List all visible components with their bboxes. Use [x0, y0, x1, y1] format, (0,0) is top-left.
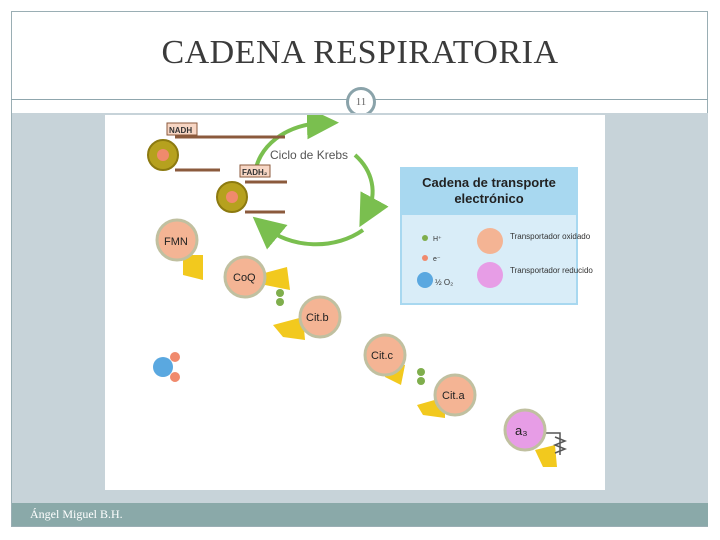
transfer-dots-2: [417, 368, 425, 385]
footer-band: [12, 503, 708, 526]
a3-label: a₃: [515, 423, 528, 438]
carrier-cit-c: Cit.c: [363, 333, 407, 385]
a3-wedge: [535, 445, 557, 467]
legend-proton-label: H⁺: [433, 236, 442, 243]
coq-label: CoQ: [233, 272, 256, 284]
legend-oxygen-label: ½ O₂: [435, 278, 453, 287]
a3-sphere: [503, 408, 547, 452]
cit-c-sphere: [363, 333, 407, 377]
cit-c-label: Cit.c: [371, 350, 394, 362]
nadh-tag: [166, 122, 198, 136]
legend-title-line1: Cadena de transporte: [422, 175, 556, 190]
cycle-arrow-bottom: [252, 216, 365, 250]
carrier-a3: a₃: [503, 408, 568, 467]
respiratory-chain-diagram: Ciclo de Krebs NADH FADH₂ FMN CoQ Cit.b: [147, 115, 593, 467]
fadh2-tag: [239, 164, 271, 178]
cit-b-label: Cit.b: [306, 312, 329, 324]
carrier-cit-a: Cit.a: [417, 373, 477, 418]
water-hydrogen: [170, 372, 180, 382]
fmn-wedge: [183, 255, 203, 280]
krebs-cycle-label: Ciclo de Krebs: [270, 148, 348, 162]
footer-author: Ángel Miguel B.H.: [30, 507, 123, 521]
water-hydrogen: [170, 352, 180, 362]
proton-dot: [276, 289, 284, 297]
legend-electron-swatch: [422, 255, 428, 261]
legend-panel: Cadena de transporte electrónico H⁺ e⁻ ½…: [400, 167, 593, 305]
legend-reduced-swatch: [477, 262, 503, 288]
legend-oxygen-swatch: [417, 272, 433, 288]
carrier-cit-b: Cit.b: [273, 295, 342, 340]
fadh2-core: [226, 191, 238, 203]
cit-a-sphere: [433, 373, 477, 417]
cit-a-label: Cit.a: [442, 390, 466, 402]
slide-title: CADENA RESPIRATORIA: [161, 34, 559, 71]
fadh2-chain: [245, 180, 287, 214]
cit-b-sphere: [298, 295, 342, 339]
water-molecule: [153, 352, 180, 382]
cit-b-wedge: [273, 317, 305, 340]
fadh2-donor: FADH₂: [216, 164, 287, 214]
fmn-label: FMN: [164, 236, 188, 248]
krebs-cycle: Ciclo de Krebs: [252, 115, 389, 250]
legend-reduced-label: Transportador reducido: [510, 266, 593, 275]
legend-oxidized-label: Transportador oxidado: [510, 232, 591, 241]
legend-title-line2: electrónico: [454, 191, 523, 206]
coq-wedge: [257, 267, 290, 290]
carrier-coq: CoQ: [223, 255, 290, 299]
carrier-fmn: FMN: [155, 218, 203, 280]
nadh-chain: [175, 135, 285, 172]
proton-dot: [417, 368, 425, 376]
nadh-label: NADH: [169, 126, 192, 135]
a3-spring: [545, 432, 568, 455]
coq-sphere: [223, 255, 267, 299]
legend-electron-label: e⁻: [433, 256, 441, 263]
transfer-dots-1: [276, 289, 284, 306]
proton-dot: [276, 298, 284, 306]
fmn-sphere: [155, 218, 199, 262]
legend-oxidized-swatch: [477, 228, 503, 254]
proton-dot: [417, 377, 425, 385]
water-oxygen: [153, 357, 173, 377]
cycle-arrow-right: [353, 153, 389, 228]
respiratory-chain-figure: Ciclo de Krebs NADH FADH₂ FMN CoQ Cit.b: [105, 115, 605, 490]
fadh2-label: FADH₂: [242, 168, 268, 177]
nadh-core: [157, 149, 169, 161]
nadh-donor: NADH: [147, 122, 285, 172]
legend-proton-swatch: [422, 235, 428, 241]
